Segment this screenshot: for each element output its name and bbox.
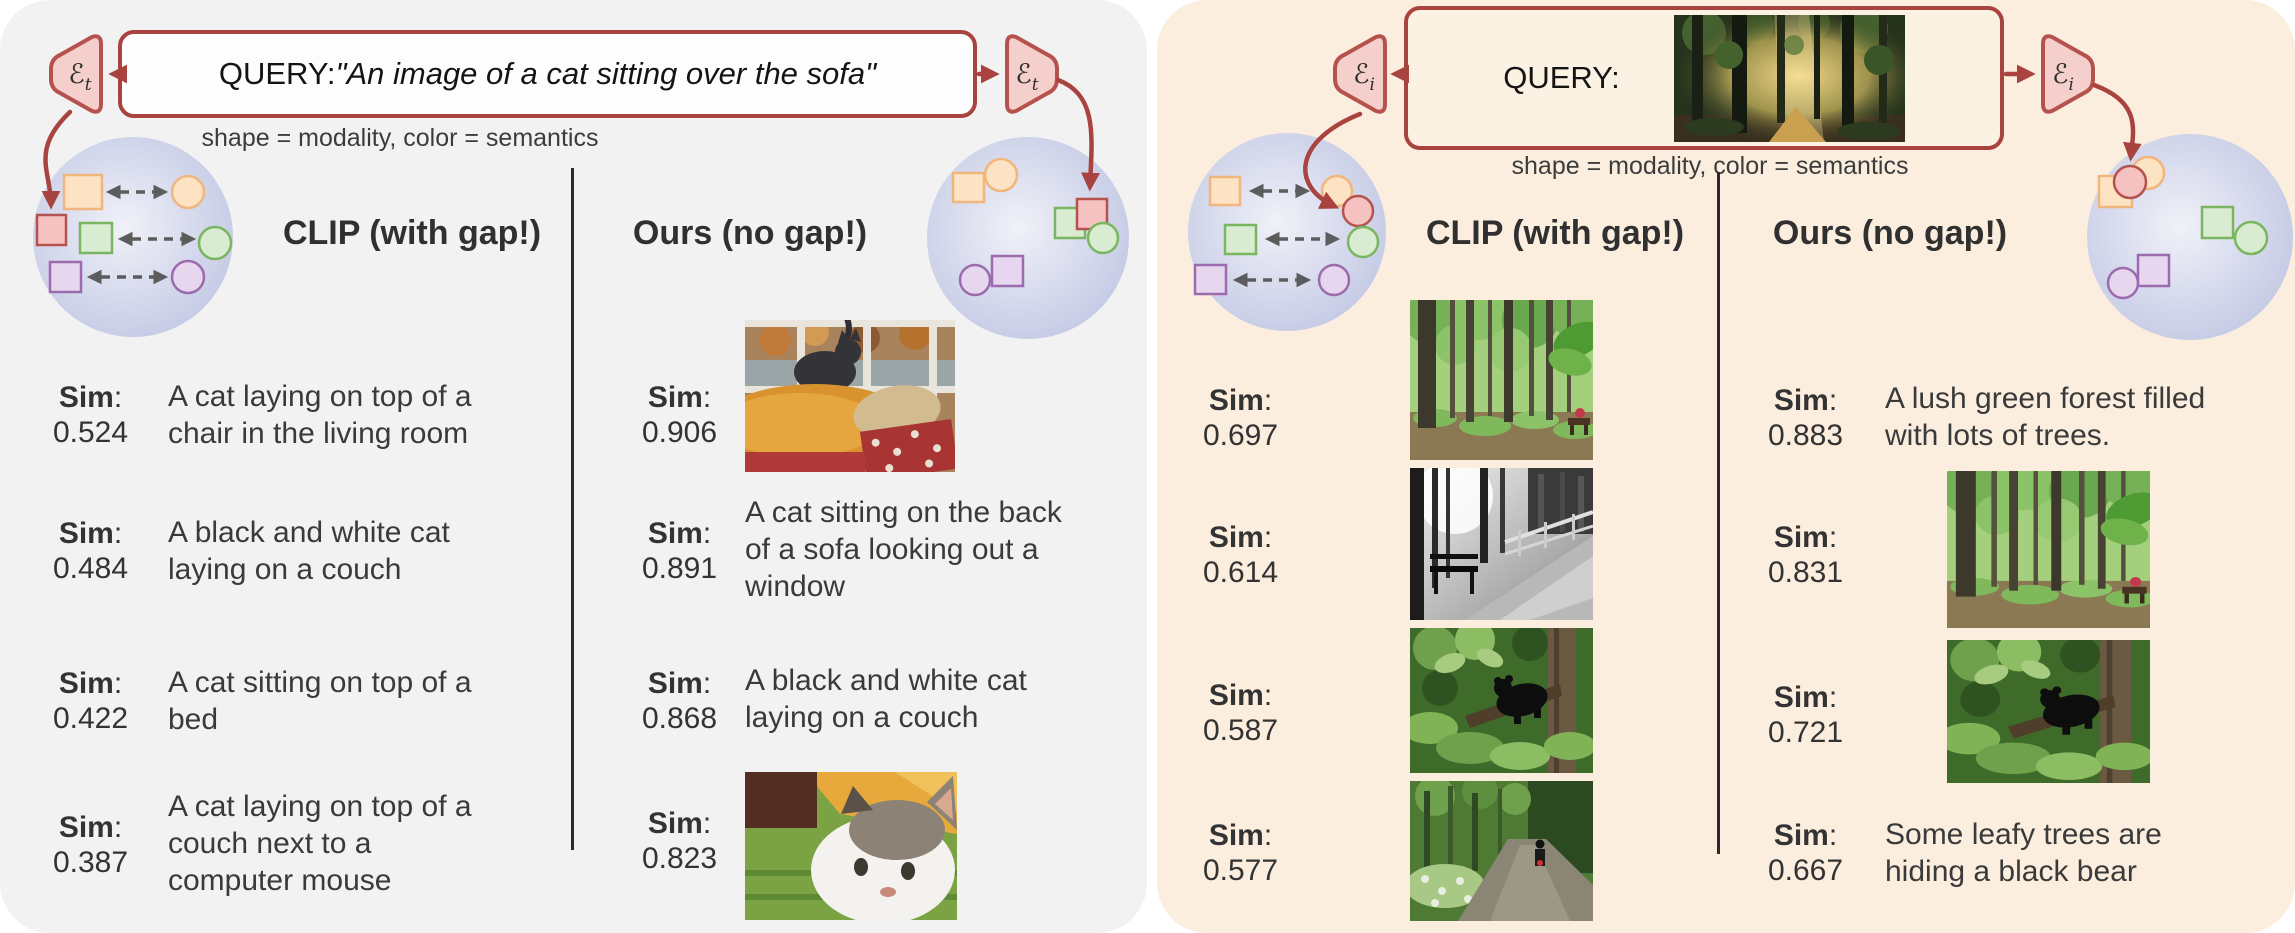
result-text: A black and white cat laying on a couch xyxy=(168,516,450,586)
query-label: QUERY: xyxy=(218,56,336,91)
query-label: QUERY: xyxy=(1503,60,1620,95)
orange-circle-image-embedding xyxy=(170,174,206,210)
svg-text:ℰi: ℰi xyxy=(2052,59,2074,95)
purple-square-text-embedding xyxy=(1193,263,1228,296)
similarity-score: Sim:0.868 xyxy=(641,667,718,735)
svg-text:ℰi: ℰi xyxy=(1353,59,1375,95)
similarity-score: Sim:0.484 xyxy=(52,517,129,585)
green-square-text-embedding xyxy=(78,221,114,255)
black-white-cat-closeup-photo xyxy=(745,772,957,920)
similarity-score: Sim:0.823 xyxy=(641,807,718,875)
clip-column-header: CLIP (with gap!) xyxy=(282,214,542,252)
text-query-box: QUERY: "An image of a cat sitting over t… xyxy=(118,30,977,118)
column-divider xyxy=(1717,172,1720,854)
clip-embedding-sphere xyxy=(31,135,235,339)
similarity-score: Sim:0.387 xyxy=(52,811,129,879)
red-query-circle-embedding xyxy=(2112,164,2148,200)
clip-embedding-sphere xyxy=(1187,132,1387,332)
result-text: A cat laying on top of a couch next to a… xyxy=(168,790,472,897)
purple-square-text-embedding xyxy=(2136,253,2171,288)
legend-caption: shape = modality, color = semantics xyxy=(201,124,599,152)
orange-square-text-embedding xyxy=(1208,175,1242,207)
text-encoder-icon: ℰt xyxy=(1000,28,1060,120)
purple-circle-image-embedding xyxy=(958,263,992,297)
orange-circle-image-embedding xyxy=(983,157,1019,193)
result-text: A lush green forest filled with lots of … xyxy=(1885,382,2206,452)
black-bear-foliage-photo xyxy=(1410,628,1593,773)
similarity-score: Sim:0.831 xyxy=(1767,521,1844,589)
result-text: A cat laying on top of a chair in the li… xyxy=(168,380,472,450)
query-text: "An image of a cat sitting over the sofa… xyxy=(335,56,877,91)
red-query-square-embedding xyxy=(35,213,68,247)
result-text: A cat sitting on top of a bed xyxy=(168,666,472,736)
ours-column-header: Ours (no gap!) xyxy=(632,214,868,252)
similarity-score: Sim:0.697 xyxy=(1202,384,1279,452)
similarity-score: Sim:0.721 xyxy=(1767,681,1844,749)
purple-square-text-embedding xyxy=(48,260,83,294)
gap-arrow xyxy=(1232,272,1312,288)
similarity-score: Sim:0.667 xyxy=(1767,819,1844,887)
purple-circle-image-embedding xyxy=(1317,263,1351,297)
green-circle-image-embedding xyxy=(2233,220,2269,256)
similarity-score: Sim:0.524 xyxy=(52,381,129,449)
svg-text:ℰt: ℰt xyxy=(1015,59,1038,95)
purple-square-text-embedding xyxy=(990,254,1025,288)
image-encoder-icon: ℰi xyxy=(2036,28,2096,120)
similarity-score: Sim:0.587 xyxy=(1202,679,1279,747)
text-encoder-icon: ℰt xyxy=(48,28,108,120)
ours-embedding-sphere xyxy=(923,135,1133,341)
similarity-score: Sim:0.614 xyxy=(1202,521,1279,589)
legend-caption: shape = modality, color = semantics xyxy=(1511,152,1909,180)
result-text: A cat sitting on the back of a sofa look… xyxy=(745,496,1062,603)
similarity-score: Sim:0.906 xyxy=(641,381,718,449)
gap-arrow xyxy=(1248,183,1311,199)
bw-forest-path-bench-photo xyxy=(1410,468,1593,620)
forest-road-motorcycle-photo xyxy=(1410,781,1593,921)
similarity-score: Sim:0.422 xyxy=(52,667,129,735)
purple-circle-image-embedding xyxy=(2106,266,2140,300)
similarity-score: Sim:0.891 xyxy=(641,517,718,585)
red-query-circle-embedding xyxy=(1341,194,1375,228)
gap-arrow xyxy=(86,269,169,285)
similarity-score: Sim:0.577 xyxy=(1202,819,1279,887)
green-square-text-embedding xyxy=(1223,223,1258,256)
green-forest-photo xyxy=(1410,300,1593,460)
svg-text:ℰt: ℰt xyxy=(68,59,91,95)
black-bear-foliage-photo xyxy=(1947,640,2150,783)
cat-on-orange-sofa-photo xyxy=(745,320,955,472)
purple-circle-image-embedding xyxy=(170,259,206,295)
sunlit-forest-photo xyxy=(1674,15,1905,142)
orange-square-text-embedding xyxy=(951,171,986,204)
ours-column-header: Ours (no gap!) xyxy=(1772,214,2008,252)
green-circle-image-embedding xyxy=(1086,221,1120,255)
column-divider xyxy=(571,168,574,850)
image-query-box: QUERY: xyxy=(1404,6,2004,150)
similarity-score: Sim:0.883 xyxy=(1767,384,1844,452)
green-circle-image-embedding xyxy=(1346,225,1380,259)
green-forest-photo xyxy=(1947,471,2150,628)
image-encoder-icon: ℰi xyxy=(1332,28,1392,120)
orange-square-text-embedding xyxy=(62,173,104,211)
gap-arrow xyxy=(105,184,169,200)
result-text: A black and white cat laying on a couch xyxy=(745,664,1027,734)
clip-column-header: CLIP (with gap!) xyxy=(1425,214,1685,252)
result-text: Some leafy trees are hiding a black bear xyxy=(1885,818,2162,888)
gap-arrow xyxy=(117,231,197,247)
ours-embedding-sphere xyxy=(2085,132,2295,342)
green-circle-image-embedding xyxy=(197,225,233,261)
gap-arrow xyxy=(1264,231,1341,247)
green-square-text-embedding xyxy=(2200,205,2235,240)
